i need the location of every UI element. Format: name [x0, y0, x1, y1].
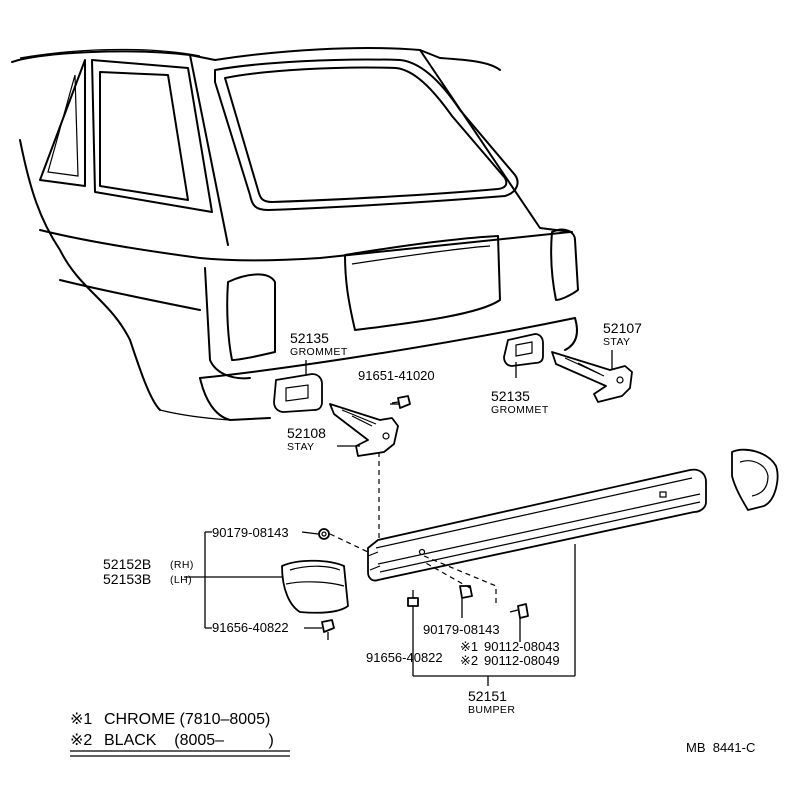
bumper-extension — [281, 559, 349, 614]
nut-90179-mid — [459, 585, 473, 599]
label-90179-top-number: 90179-08143 — [212, 525, 289, 540]
grommet-left — [273, 373, 323, 413]
bolt-91656-bottom — [407, 590, 419, 607]
label-91651-number: 91651-41020 — [358, 368, 435, 383]
label-90112-1-mark: ※1 — [460, 639, 478, 654]
label-52153-number: 52153B — [103, 571, 151, 587]
nut-90179-top — [318, 528, 330, 540]
stay-right-52107 — [551, 351, 633, 403]
stay-left-52108 — [329, 403, 399, 457]
label-90112-1-number: 90112-08043 — [484, 639, 560, 654]
label-52151-name: BUMPER — [468, 704, 515, 716]
label-52108-name: STAY — [287, 441, 314, 453]
label-52107-name: STAY — [603, 336, 630, 348]
bolt-91651 — [391, 395, 411, 409]
label-90179-mid-number: 90179-08143 — [423, 622, 500, 637]
label-90112-2-number: 90112-08049 — [484, 653, 560, 668]
bolt-91656-left — [321, 619, 335, 640]
note-1-text: CHROME (7810–8005) — [104, 711, 270, 728]
label-52151-number: 52151 — [468, 688, 507, 704]
label-52108-number: 52108 — [287, 425, 326, 441]
label-52135-left-number: 52135 — [290, 330, 329, 346]
label-52152-side: (RH) — [170, 559, 194, 571]
label-52152-number: 52152B — [103, 556, 151, 572]
label-91656-left-number: 91656-40822 — [212, 620, 289, 635]
label-52135-right-number: 52135 — [491, 388, 530, 404]
note-2-mark: ※2 — [70, 732, 92, 749]
label-52107-number: 52107 — [603, 320, 642, 336]
label-52135-right-name: GROMMET — [491, 404, 549, 416]
label-52153-side: (LH) — [170, 574, 192, 586]
bolt-90112 — [509, 603, 529, 619]
grommet-right — [503, 333, 544, 367]
label-90112-2-mark: ※2 — [460, 653, 478, 668]
bumper-end-cap-right — [731, 448, 779, 511]
label-52135-left-name: GROMMET — [290, 346, 348, 358]
vehicle-body — [11, 47, 579, 421]
diagram-code: MB 8441-C — [686, 740, 755, 755]
bumper-52151 — [367, 468, 707, 582]
label-91656-bottom-number: 91656-40822 — [366, 650, 443, 665]
note-2-text: BLACK (8005– ) — [104, 732, 274, 749]
note-1-mark: ※1 — [70, 711, 92, 728]
